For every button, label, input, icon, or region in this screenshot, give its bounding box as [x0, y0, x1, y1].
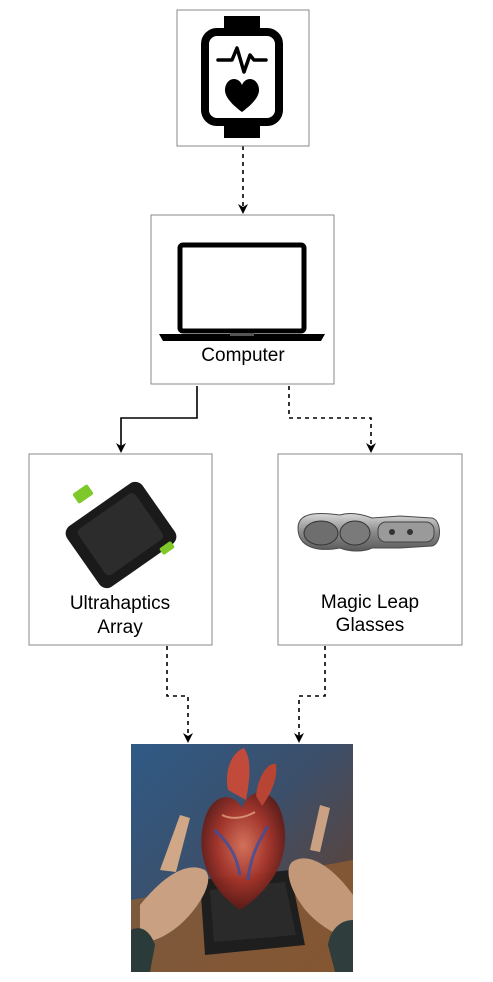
node-wearable — [176, 9, 310, 147]
smartwatch-heart-icon — [201, 16, 283, 138]
edge-computer-to-magic-leap — [288, 386, 376, 453]
edges — [116, 146, 376, 743]
computer-label: Computer — [201, 345, 285, 366]
ar-glasses-device — [297, 513, 440, 552]
magic-leap-label-line2: Glasses — [336, 615, 405, 636]
node-computer: Computer — [150, 214, 335, 385]
ultrahaptics-label-line1: Ultrahaptics — [70, 593, 170, 614]
haptic-array-device — [65, 481, 177, 589]
edge-ultrahaptics-to-result — [166, 646, 193, 743]
magic-leap-label-line1: Magic Leap — [321, 592, 419, 613]
edge-magic-leap-to-result — [294, 646, 326, 743]
node-magic-leap: Magic Leap Glasses — [277, 453, 463, 646]
ultrahaptics-label-line2: Array — [97, 617, 143, 638]
edge-computer-to-ultrahaptics — [116, 386, 198, 453]
node-box — [277, 453, 463, 646]
node-ultrahaptics: Ultrahaptics Array — [28, 453, 213, 646]
laptop-icon — [159, 242, 325, 341]
node-result-photo — [131, 744, 353, 972]
holographic-heart-icon — [201, 748, 286, 910]
